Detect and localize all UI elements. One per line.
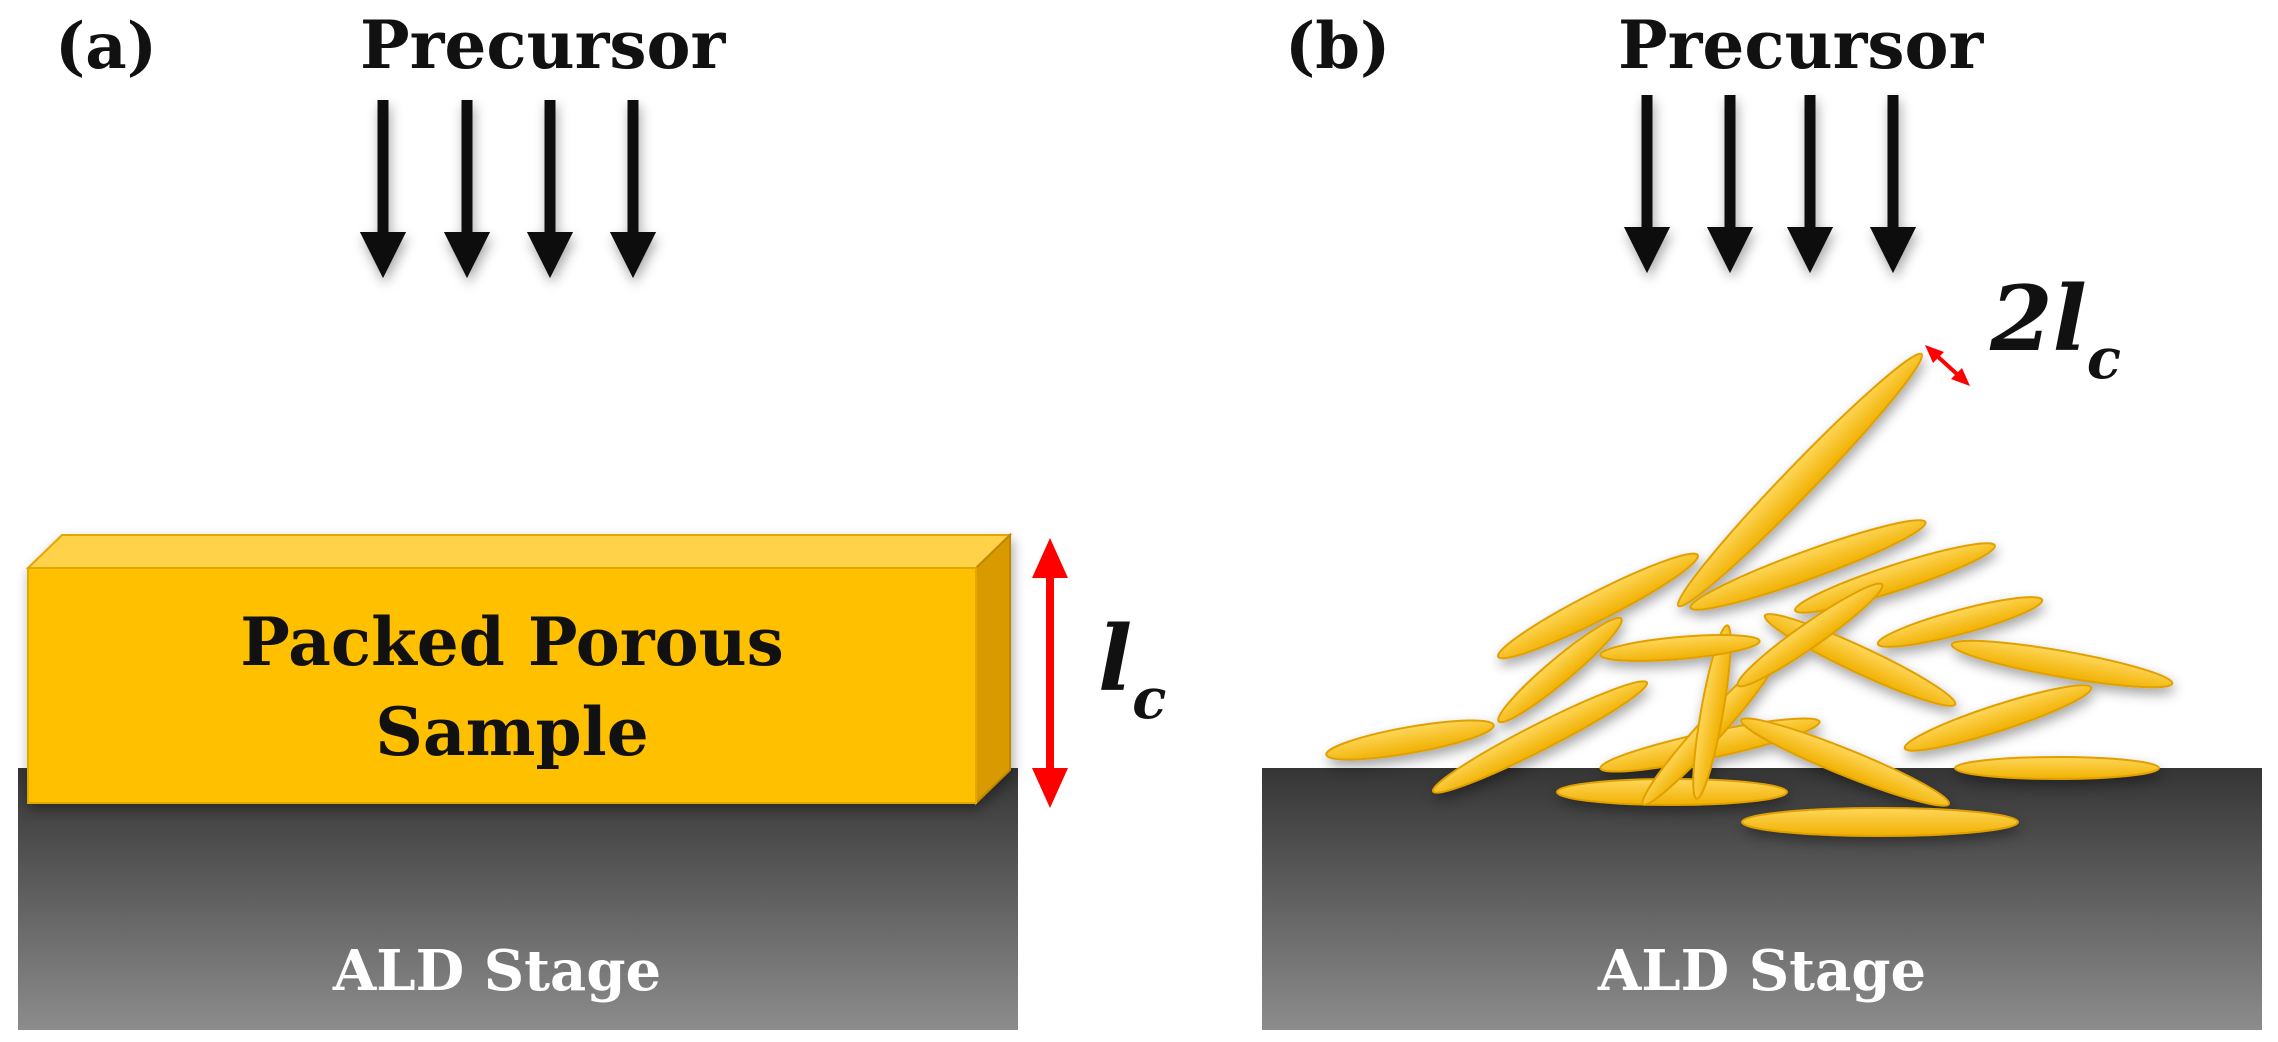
panel-a-sample-line2: Sample: [375, 693, 648, 771]
flake: [1676, 352, 1924, 608]
flake: [1736, 582, 1884, 688]
flake: [1903, 684, 2093, 752]
panel-a-sample-block: [25, 532, 1013, 806]
flake: [1431, 680, 1649, 794]
panel-b-tag: (b): [1285, 9, 1390, 84]
panel-b-precursor-label: Precursor: [1618, 6, 1985, 84]
flake: [1689, 519, 1927, 611]
flake: [1497, 552, 1699, 660]
flake: [1599, 634, 1761, 662]
flake: [1741, 807, 2019, 837]
panel-b: (b) Precursor ALD Stage: [1262, 6, 2262, 1030]
panel-a-stage-label: ALD Stage: [332, 938, 661, 1004]
flake: [1876, 596, 2044, 648]
flake: [1497, 616, 1623, 724]
panel-a-precursor-label: Precursor: [360, 6, 727, 84]
panel-b-thickness-arrow: [1925, 345, 1970, 386]
flake: [1954, 756, 2160, 780]
lc-symbol: l: [1098, 606, 1132, 712]
flake: [1794, 542, 1996, 614]
lc-subscript: c: [1132, 666, 1166, 732]
flake: [1740, 717, 1950, 807]
panel-a-sample-line1: Packed Porous: [240, 603, 783, 681]
2lc-symbol: l: [2053, 266, 2087, 372]
panel-b-stage-label: ALD Stage: [1597, 938, 1926, 1004]
panel-b-flake-pile: [1325, 352, 2174, 837]
2lc-prefix: 2: [1989, 266, 2053, 372]
panel-a-ald-stage: [18, 768, 1018, 1030]
flake: [1325, 719, 1495, 761]
panel-b-ald-stage: [1262, 768, 2262, 1030]
panel-a-precursor-arrows: [359, 100, 657, 279]
panel-b-precursor-arrows: [1623, 95, 1917, 274]
panel-a: (a) Precursor ALD Stage Packed Porous Sa…: [18, 6, 1166, 1030]
panel-a-lc-label: lc: [1098, 606, 1166, 732]
panel-b-2lc-label: 2lc: [1989, 266, 2121, 392]
2lc-subscript: c: [2087, 326, 2121, 392]
flake: [1692, 624, 1732, 800]
flake: [1950, 639, 2174, 689]
panel-a-thickness-arrow: [1032, 538, 1068, 808]
panel-a-tag: (a): [55, 9, 157, 84]
